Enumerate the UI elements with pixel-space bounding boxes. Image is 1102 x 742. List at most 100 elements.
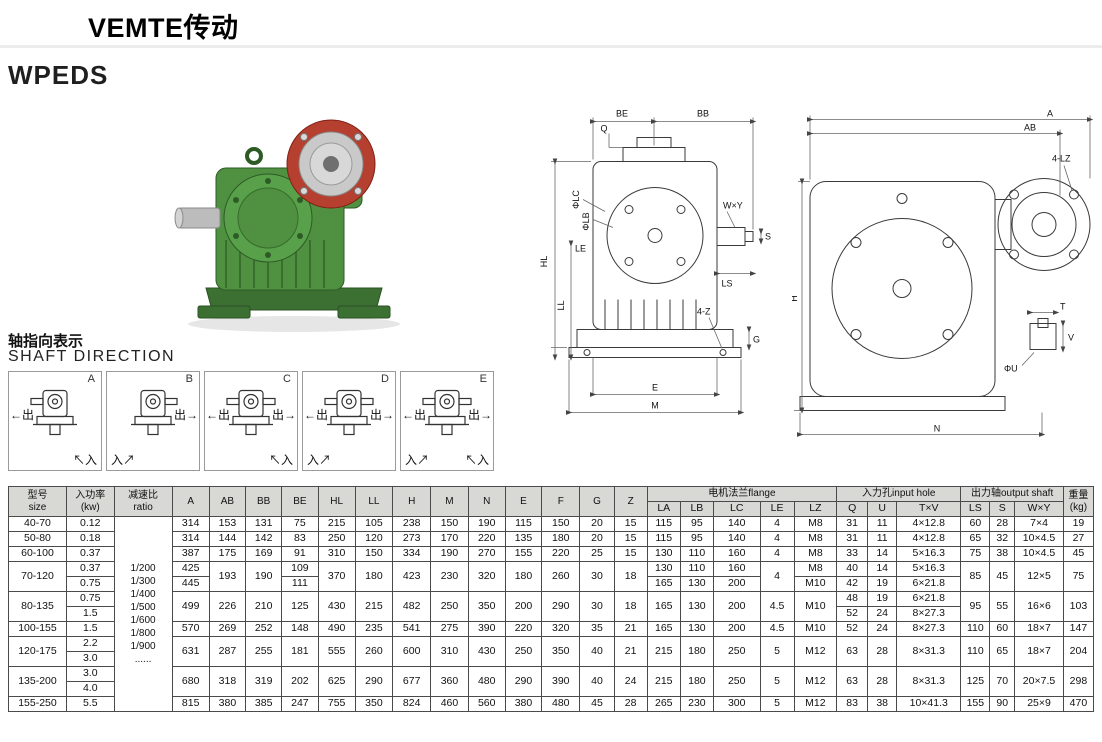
spec-cell: 103	[1062, 591, 1095, 622]
spec-cell: 600	[392, 636, 432, 667]
spec-cell: 334	[392, 546, 432, 562]
spec-cell: 5	[759, 696, 795, 712]
variant-letter: B	[185, 373, 193, 385]
spec-cell: 65	[989, 636, 1016, 667]
spec-cell: 75	[1062, 561, 1095, 592]
spec-cell: 95	[960, 591, 991, 622]
shaft-variant-c: C←出出→↖入	[204, 371, 298, 471]
spec-cell: 30	[579, 561, 615, 592]
spec-cell: 40	[579, 636, 615, 667]
spec-cell: M8	[793, 546, 838, 562]
spec-header-cell: LL	[354, 486, 394, 517]
spec-cell: 252	[245, 621, 283, 637]
spec-cell: 423	[392, 561, 432, 592]
dim-label-ls: LS	[721, 279, 732, 289]
dim-label-lc: ΦLC	[571, 190, 581, 209]
spec-cell: 260	[354, 636, 394, 667]
spec-cell: 15	[613, 546, 648, 562]
spec-cell: 310	[317, 546, 356, 562]
spec-cell: 260	[541, 561, 581, 592]
spec-cell: 83	[836, 696, 869, 712]
spec-cell: 2.2	[65, 636, 115, 652]
spec-cell: 1.5	[65, 621, 115, 637]
spec-cell: 38	[989, 546, 1016, 562]
spec-cell: 31	[836, 516, 869, 532]
spec-cell: 90	[989, 696, 1016, 712]
dim-label-be: BE	[616, 109, 628, 119]
spec-cell: 250	[712, 636, 761, 667]
spec-cell: 155	[504, 546, 543, 562]
spec-cell: 45	[1062, 546, 1095, 562]
spec-header-cell: BB	[245, 486, 283, 517]
spec-cell: 560	[467, 696, 506, 712]
dim-label-n: N	[934, 424, 941, 434]
spec-cell: 3.0	[65, 666, 115, 682]
spec-cell: 60	[989, 621, 1016, 637]
spec-cell: 131	[245, 516, 283, 532]
spec-cell: 20×7.5	[1014, 666, 1064, 697]
spec-header-cell: BE	[281, 486, 319, 517]
spec-cell: 290	[504, 666, 543, 697]
spec-cell: 15	[613, 531, 648, 547]
spec-cell: 19	[867, 576, 898, 592]
spec-cell: 120-175	[8, 636, 67, 667]
dim-label-s: S	[765, 232, 771, 242]
spec-cell: 380	[208, 696, 247, 712]
spec-header-cell: U	[867, 501, 898, 517]
spec-cell: 319	[245, 666, 283, 697]
spec-cell: 287	[208, 636, 247, 667]
spec-cell: 200	[712, 621, 761, 637]
spec-cell: 95	[679, 531, 714, 547]
spec-cell: 11	[867, 531, 898, 547]
spec-cell: 255	[245, 636, 283, 667]
spec-cell: 125	[281, 591, 319, 622]
spec-cell: 0.75	[65, 576, 115, 592]
spec-cell: 215	[354, 591, 394, 622]
spec-header-cell: 出力轴output shaft	[960, 486, 1064, 502]
spec-cell: 235	[354, 621, 394, 637]
spec-cell: 230	[430, 561, 469, 592]
spec-cell: 85	[960, 561, 991, 592]
spec-cell: 70-120	[8, 561, 67, 592]
spec-cell: 18×7	[1014, 636, 1064, 667]
spec-cell: M10	[793, 576, 838, 592]
spec-cell: 310	[430, 636, 469, 667]
spec-cell: 6×21.8	[896, 576, 962, 592]
input-label-bottom-left: 入↗	[111, 453, 136, 467]
spec-cell: 4	[759, 561, 795, 592]
spec-cell: 52	[836, 606, 869, 622]
spec-cell: 91	[281, 546, 319, 562]
spec-cell: 677	[392, 666, 432, 697]
spec-header-cell: T×V	[896, 501, 962, 517]
spec-cell: 390	[467, 621, 506, 637]
spec-cell: 110	[679, 546, 714, 562]
spec-header-cell: 入功率 (kw)	[65, 486, 115, 517]
product-photo	[174, 119, 400, 332]
spec-cell: 153	[208, 516, 247, 532]
spec-cell: 5.5	[65, 696, 115, 712]
spec-cell: 19	[1062, 516, 1095, 532]
output-label-left: ←出	[402, 408, 427, 422]
spec-cell: M8	[793, 531, 838, 547]
spec-cell: 63	[836, 666, 869, 697]
spec-cell: 150	[430, 516, 469, 532]
input-label-bottom-left: 入↗	[405, 453, 430, 467]
spec-cell: 4	[759, 516, 795, 532]
spec-header-cell: E	[504, 486, 543, 517]
spec-cell: 570	[171, 621, 210, 637]
spec-cell: 45	[579, 696, 615, 712]
spec-cell: 21	[613, 621, 648, 637]
spec-cell: 40-70	[8, 516, 67, 532]
spec-cell: 480	[541, 696, 581, 712]
spec-cell: 63	[836, 636, 869, 667]
spec-cell: 4	[759, 531, 795, 547]
spec-cell: 18	[613, 591, 648, 622]
spec-cell: 265	[646, 696, 681, 712]
spec-header-cell: G	[579, 486, 615, 517]
spec-cell: 10×4.5	[1014, 531, 1064, 547]
brand-logo: VEMTE传动	[88, 13, 239, 43]
